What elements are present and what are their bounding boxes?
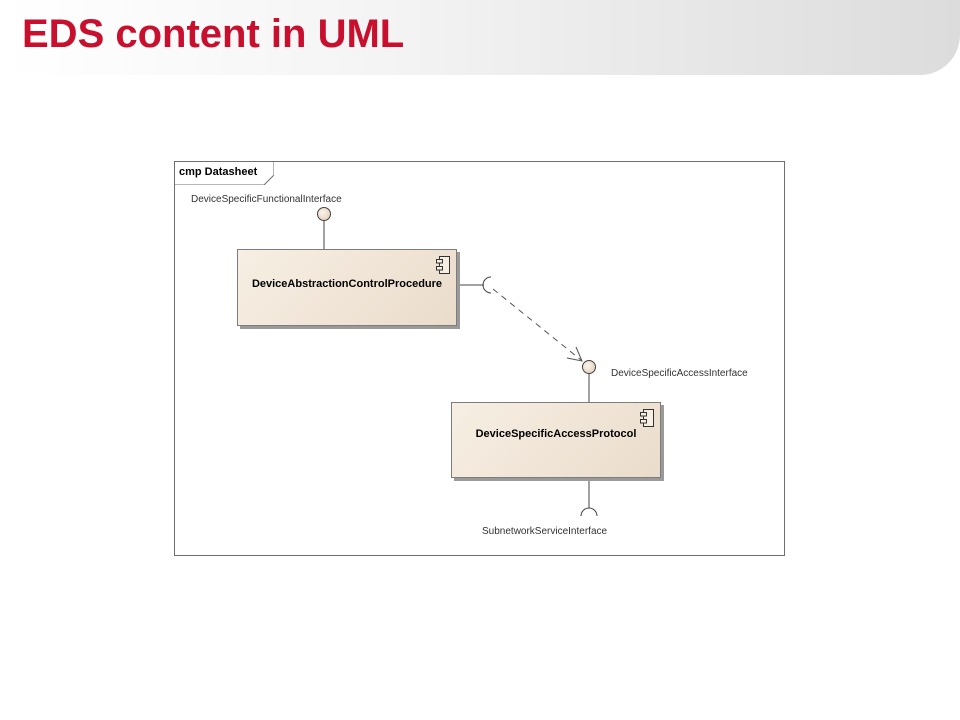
subnetwork-interface-socket[interactable]	[580, 507, 598, 517]
component-icon	[640, 409, 654, 427]
diagram-frame	[174, 161, 785, 556]
functional-interface-label: DeviceSpecificFunctionalInterface	[191, 194, 342, 205]
required-interface-socket[interactable]	[482, 276, 492, 294]
access-interface-lollipop[interactable]	[582, 360, 596, 374]
component-icon	[436, 256, 450, 274]
dependency-arrow[interactable]	[492, 288, 582, 361]
component-name: DeviceAbstractionControlProcedure	[251, 278, 443, 290]
component-device-specific-access-protocol[interactable]: DeviceSpecificAccessProtocol	[451, 402, 661, 478]
slide-title: EDS content in UML	[22, 12, 405, 56]
title-band	[0, 0, 960, 75]
access-interface-label: DeviceSpecificAccessInterface	[611, 368, 748, 379]
subnetwork-interface-label: SubnetworkServiceInterface	[482, 526, 608, 537]
dependency-arrowhead	[566, 346, 583, 362]
frame-tab	[174, 161, 274, 185]
component-device-abstraction-control-procedure[interactable]: DeviceAbstractionControlProcedure	[237, 249, 457, 326]
component-name: DeviceSpecificAccessProtocol	[475, 428, 637, 440]
frame-label: cmp Datasheet	[179, 166, 258, 178]
functional-interface-lollipop[interactable]	[317, 207, 331, 221]
